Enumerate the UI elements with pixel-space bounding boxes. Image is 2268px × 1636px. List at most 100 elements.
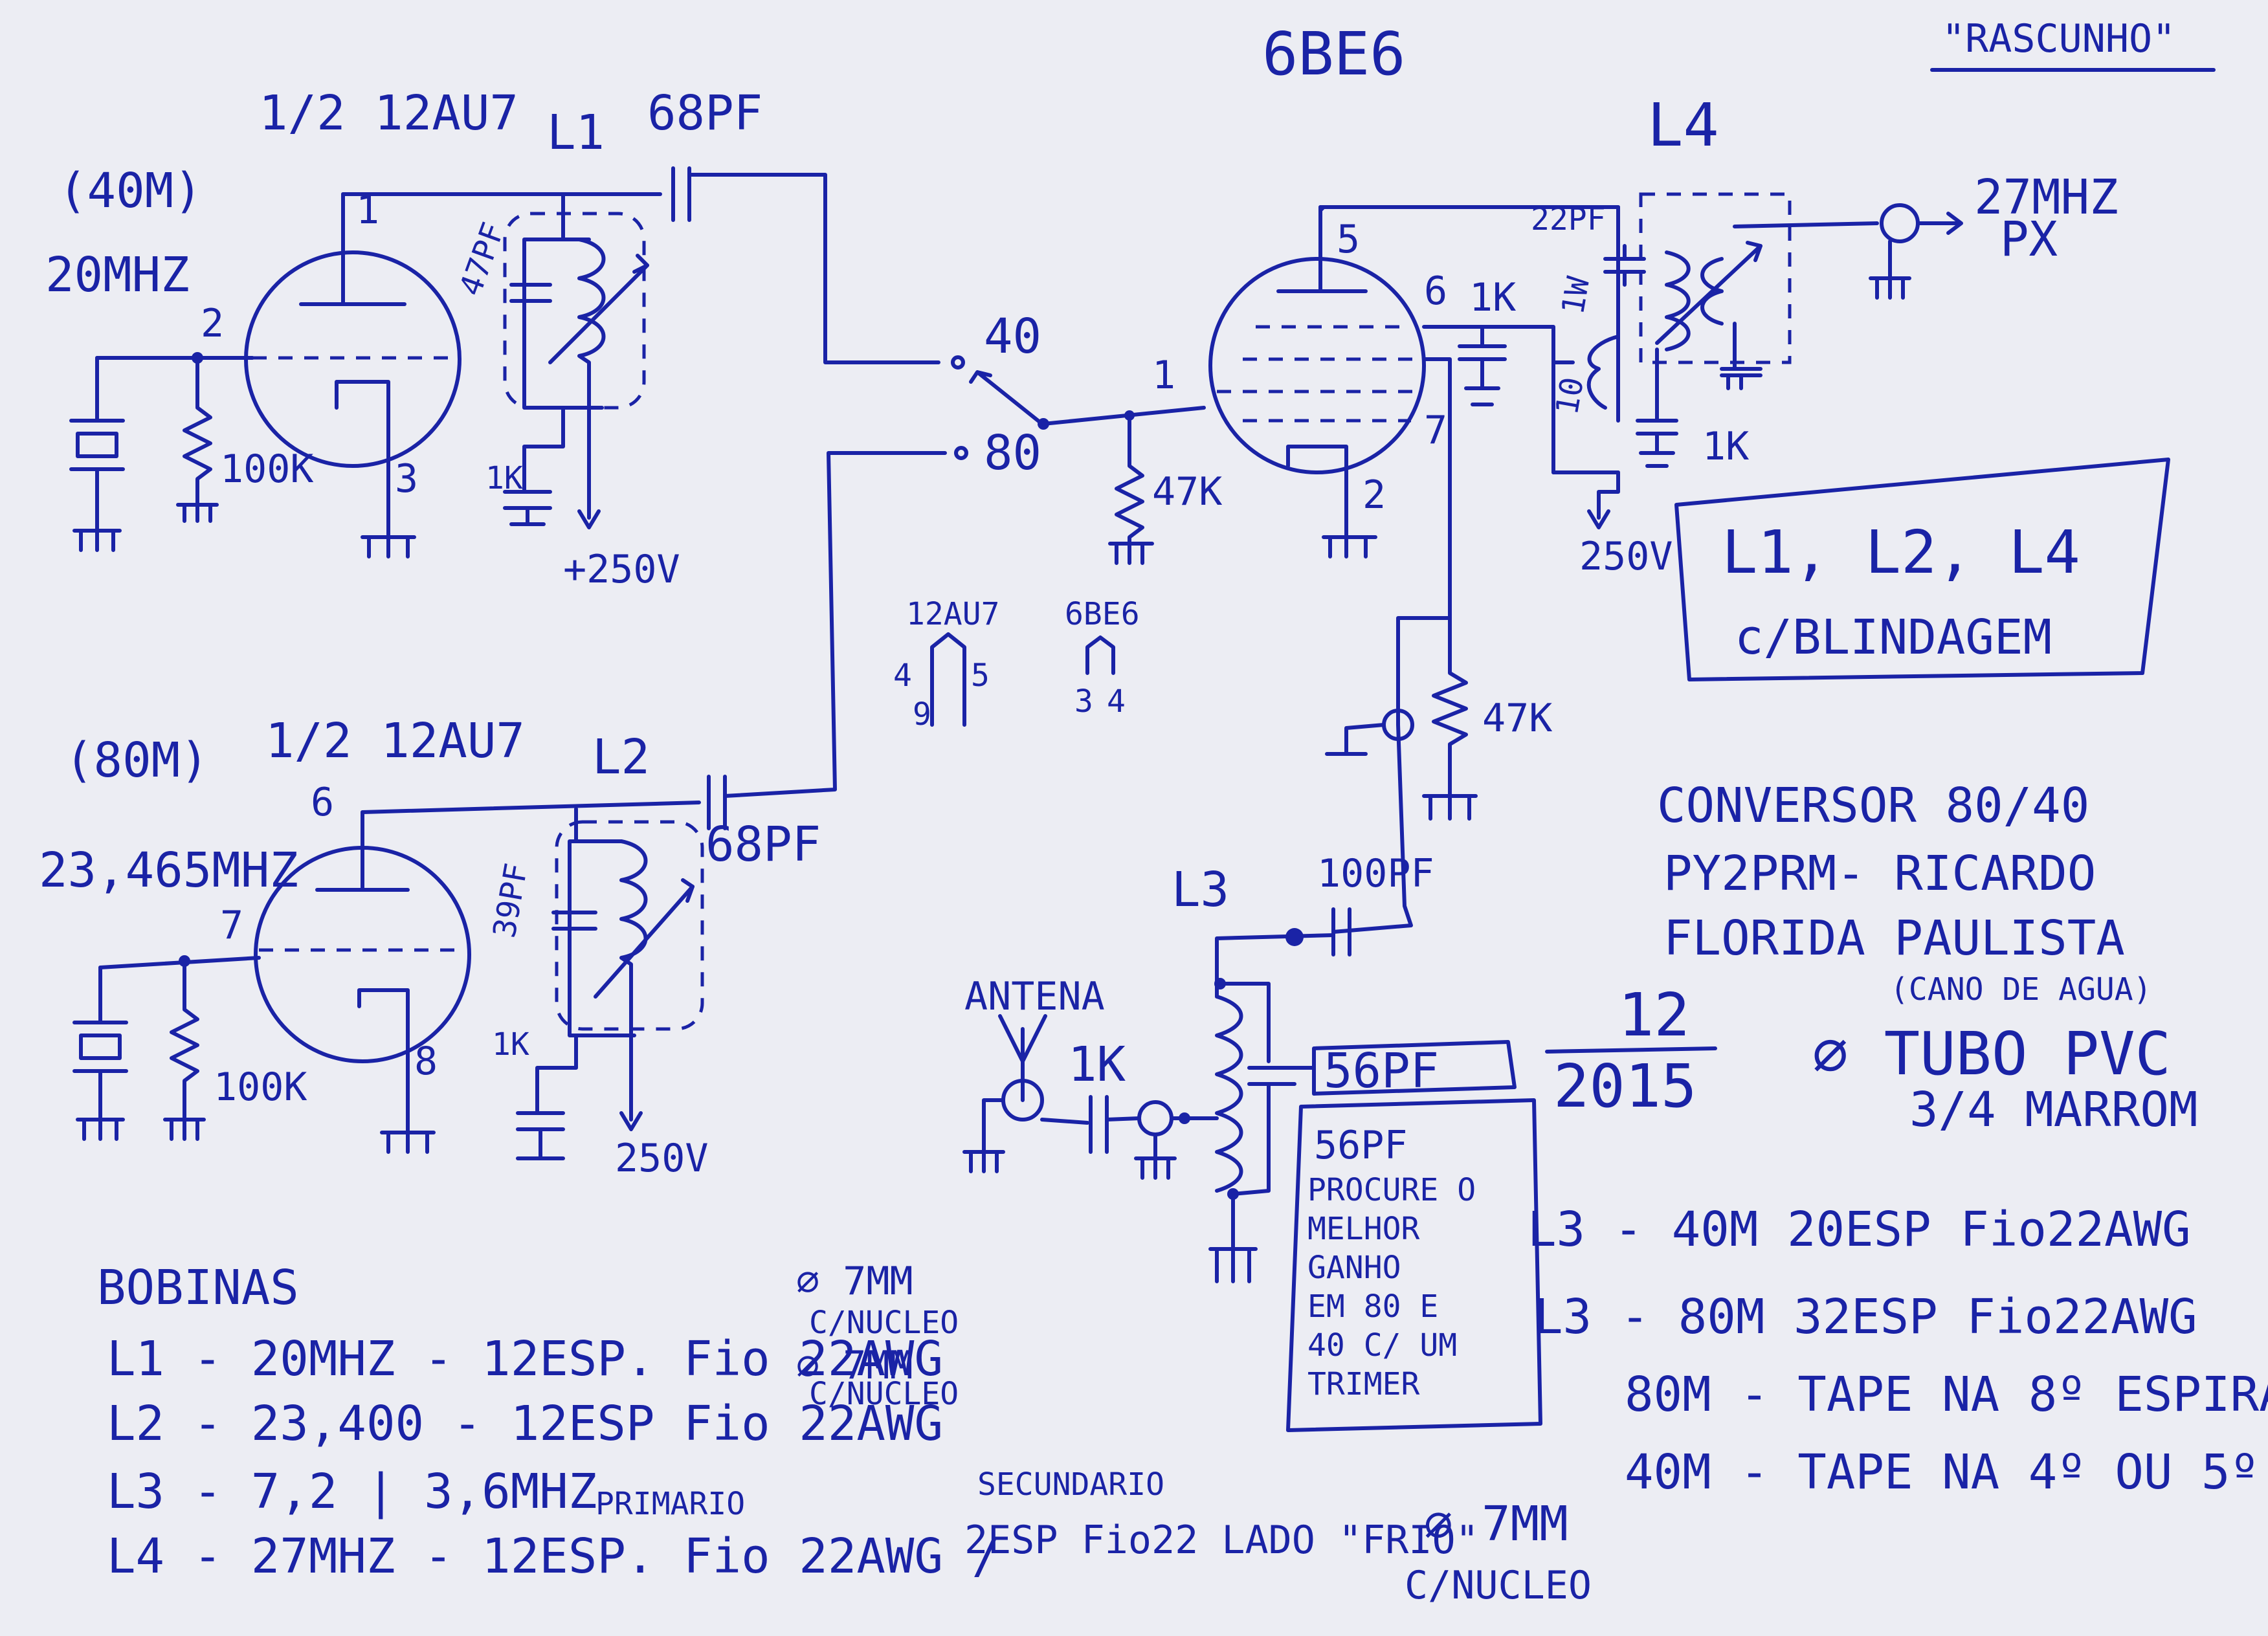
l4-output-wire <box>1733 221 1879 228</box>
core1-line1: ∅ 7MM <box>796 1259 913 1304</box>
trim-note-line6: 40 C/ UM <box>1307 1327 1457 1364</box>
c68-top-out-wire <box>687 173 940 364</box>
trim-note-line3: MELHOR <box>1307 1211 1419 1247</box>
bobinas-row-L1: L1 - 20MHZ - 12ESP. Fio 22AWG <box>107 1331 943 1387</box>
tube2-pin-6: 6 <box>311 780 334 825</box>
c68-top-label: 68PF <box>647 85 762 141</box>
l4-arrow-head <box>1746 241 1762 262</box>
core2-line2: C/NUCLEO <box>809 1376 959 1412</box>
trim-note-line5: EM 80 E <box>1307 1288 1438 1325</box>
c56-box-label: 56PF <box>1324 1043 1439 1099</box>
antenna-to-c1k-wire <box>1040 1118 1089 1125</box>
tube2-pin-7: 7 <box>220 903 243 948</box>
bobinas-row-L4-secondary: 2ESP Fio22 LADO "FRIO" <box>964 1518 1479 1563</box>
bobinas-secundario-label: SECUNDARIO <box>977 1466 1164 1503</box>
coil-form-line3: 3/4 MARROM <box>1909 1082 2198 1138</box>
pinout-12au7-shape <box>930 632 966 727</box>
c1k-mix6 <box>1458 325 1507 406</box>
trim-note-line2: PROCURE O <box>1307 1172 1476 1208</box>
tube2-cathode-ground <box>380 1131 436 1154</box>
tube1-band-label: (40M) <box>58 163 203 219</box>
l3-tap-connector <box>1137 1100 1173 1136</box>
band-switch-blade <box>969 370 1044 426</box>
mixer-cathode-ground <box>1322 535 1377 558</box>
mixer-screen-wire <box>1422 325 1620 474</box>
r100k-top <box>176 356 219 523</box>
c47-label: 47PF <box>452 218 512 301</box>
L4-shield <box>1639 192 1792 364</box>
bobinas-title: BOBINAS <box>97 1260 299 1316</box>
tube1-envelope <box>244 250 461 468</box>
trim-note-line4: GANHO <box>1307 1250 1401 1286</box>
l3-note-tap80: 80M - TAPE NA 8º ESPIRA <box>1625 1367 2268 1422</box>
r100k-top-label: 100K <box>220 447 314 492</box>
c1k-mix6-label: 1K <box>1469 275 1516 320</box>
l1-tuning-arrow <box>548 263 649 364</box>
pinout-6be6-shape <box>1085 636 1115 675</box>
r47k-grid-label: 47K <box>1152 469 1222 514</box>
c68-bot-label: 68PF <box>706 817 821 872</box>
xtal1-body <box>76 432 118 458</box>
mixer-envelope <box>1208 257 1426 474</box>
mixer-pin-7: 7 <box>1424 408 1447 453</box>
tube1-pin-3: 3 <box>395 456 418 502</box>
l3-tap-ground <box>1134 1133 1177 1180</box>
coil-form-line2: ∅ TUBO PVC <box>1812 1019 2171 1089</box>
pinout-6be6-label: 6BE6 <box>1065 596 1140 632</box>
L3-ground <box>1208 1192 1258 1283</box>
shield-ground <box>1325 723 1386 756</box>
c1k-ant-out-wire <box>1105 1116 1141 1122</box>
r47k-grid <box>1108 414 1154 565</box>
output-connector <box>1880 203 1920 243</box>
date-divider <box>1545 1046 1717 1054</box>
title-line3: FLORIDA PAULISTA <box>1663 911 2125 966</box>
c100-label: 100PF <box>1317 851 1434 896</box>
xtal1-ground <box>72 467 122 552</box>
pinout-12au7-4: 4 <box>893 658 912 694</box>
l3-note-40m: L3 - 40M 20ESP Fio22AWG <box>1528 1202 2191 1257</box>
tube2-pin-8: 8 <box>414 1039 438 1084</box>
r10-resistor <box>1586 335 1620 410</box>
b250-bot-arrow <box>619 1034 643 1131</box>
b250-mix-arrow <box>1587 470 1620 529</box>
l4-tuning-arrow <box>1655 244 1762 345</box>
mixer-pin-2: 2 <box>1362 472 1386 518</box>
core1-line2: C/NUCLEO <box>809 1305 959 1341</box>
switch-80-label: 80 <box>984 425 1041 481</box>
date-year: 2015 <box>1553 1052 1697 1121</box>
c1k-l4-label: 1K <box>1702 424 1749 469</box>
switch-to-mixer-wire <box>1041 406 1206 426</box>
r100k-bot-label: 100K <box>214 1065 307 1110</box>
pinout-12au7-9: 9 <box>913 696 931 733</box>
rascunho-label: "RASCUNHO" <box>1942 16 2175 61</box>
b250-top-label: +250V <box>563 547 680 592</box>
shield-note-line2: c/BLINDAGEM <box>1735 610 2052 665</box>
r10-lead <box>1551 360 1575 474</box>
c1k-top-label: 1K <box>485 460 523 496</box>
c1k-bot-label: 1K <box>492 1026 529 1063</box>
xtal2-ground <box>76 1069 125 1141</box>
pinout-6be6-4: 4 <box>1107 683 1126 720</box>
l3-note-tap40: 40M - TAPE NA 4º OU 5º ESPIRA <box>1625 1444 2268 1500</box>
c68-bot-out-wire <box>723 451 947 798</box>
L3-label: L3 <box>1172 862 1229 918</box>
date-month: 12 <box>1618 980 1690 1050</box>
core3-line1: ∅ 7MM <box>1424 1496 1568 1552</box>
c100-node <box>1285 928 1304 946</box>
output-px-label: PX <box>2000 212 2058 267</box>
c1k-ant-label: 1K <box>1068 1037 1126 1092</box>
trim-note-box <box>1286 1098 1542 1432</box>
mixer-pin-6: 6 <box>1424 269 1447 314</box>
shield-note-box <box>1674 458 2170 681</box>
bobinas-primario-label: PRIMARIO <box>595 1486 745 1522</box>
L1-coil <box>577 238 606 410</box>
c22 <box>1603 244 1646 287</box>
mixer-g3-wire <box>1422 357 1452 617</box>
tube1-pin-2: 2 <box>201 301 224 346</box>
switch-contact-80 <box>954 446 968 460</box>
mixer-title: 6BE6 <box>1262 19 1406 89</box>
antenna-ground <box>962 1098 1005 1173</box>
mixer-plate-wire <box>1318 205 1620 212</box>
antenna-label: ANTENA <box>964 974 1105 1019</box>
core3-line2: C/NUCLEO <box>1405 1563 1592 1608</box>
